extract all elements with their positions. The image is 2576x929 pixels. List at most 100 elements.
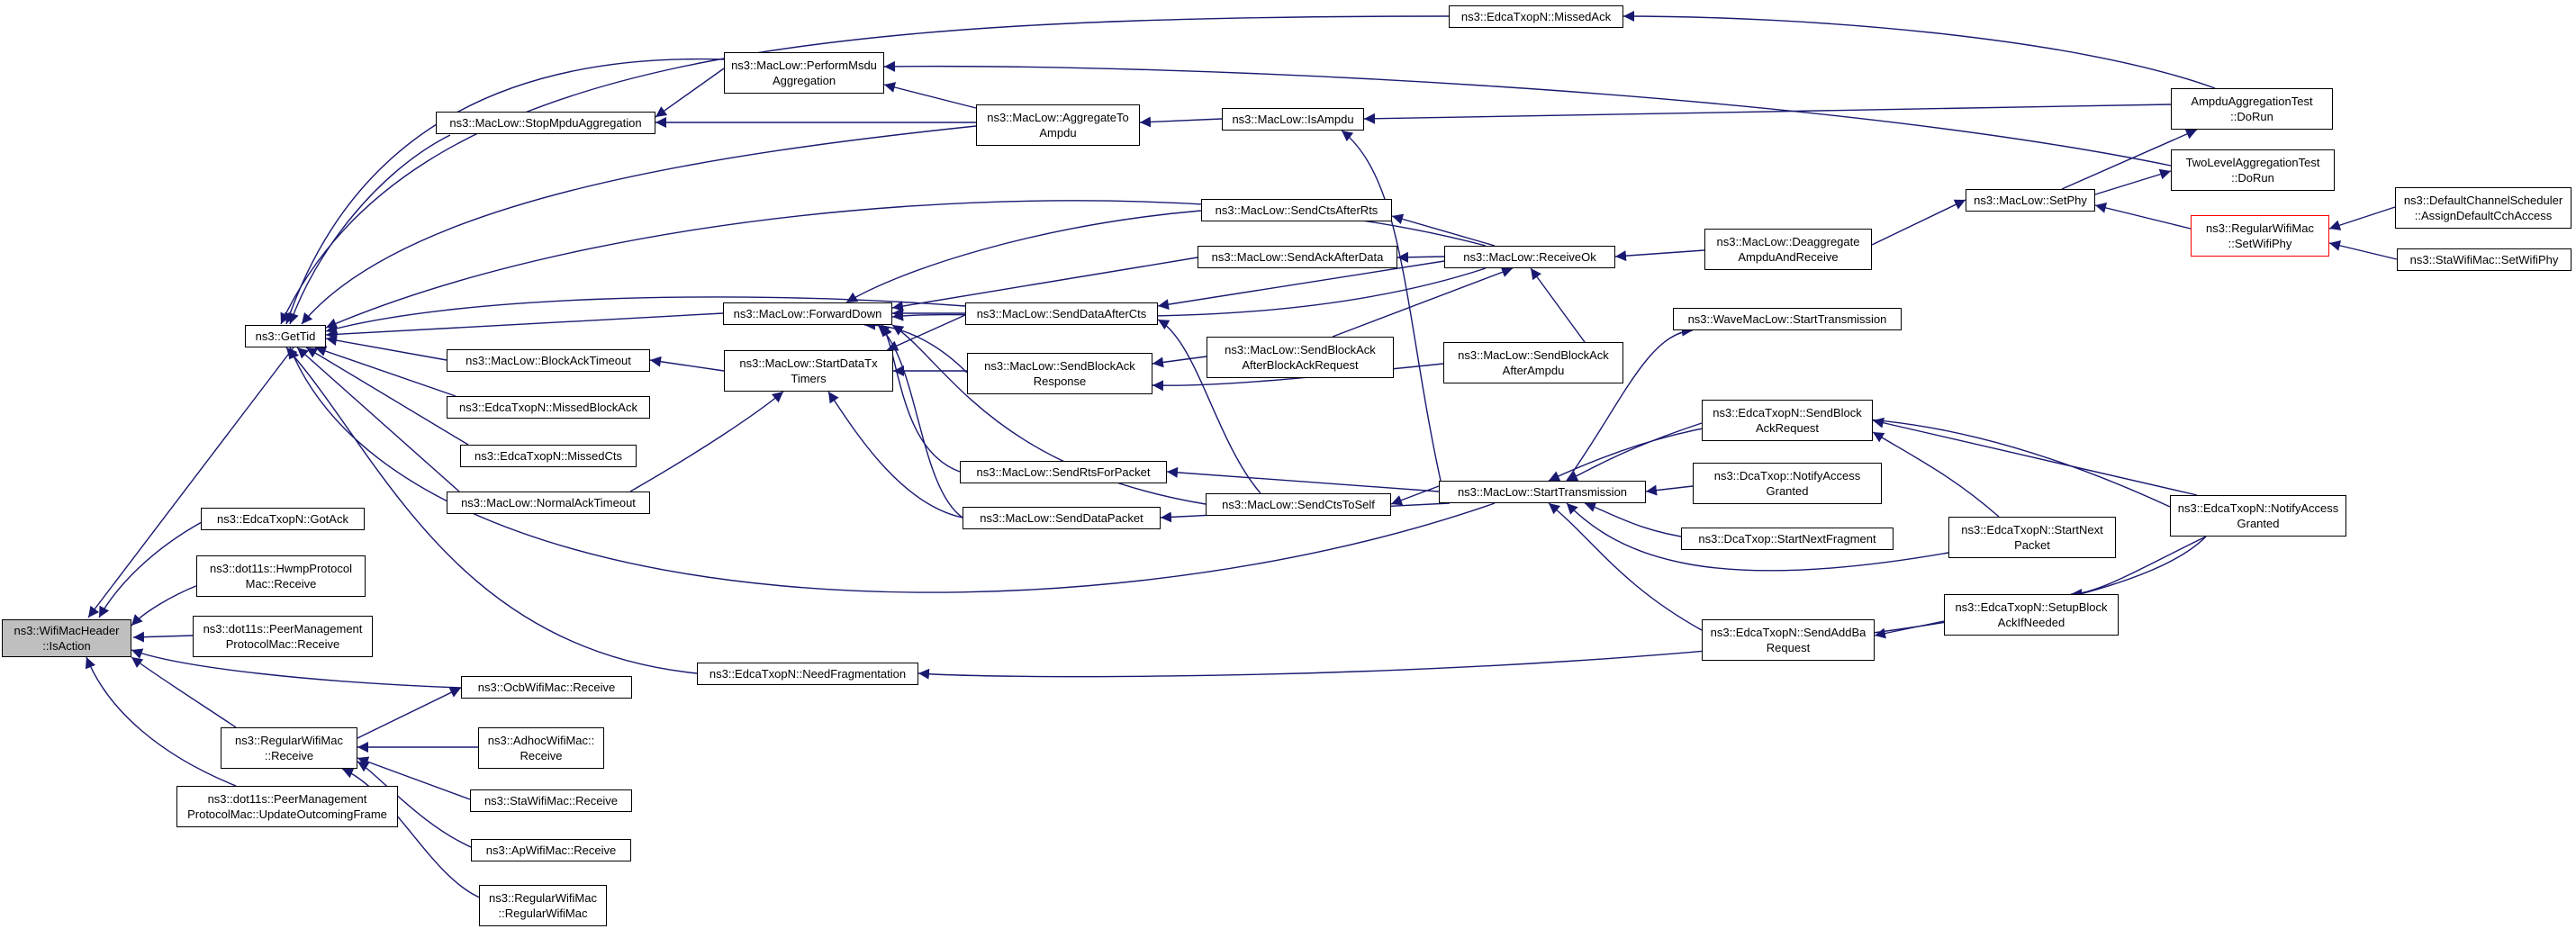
graph-node-n18[interactable]: ns3::StaWifiMac::SetWifiPhy bbox=[2397, 248, 2571, 271]
call-edge-n12-to-n11 bbox=[1139, 116, 1223, 128]
graph-node-n47[interactable]: ns3::StaWifiMac::Receive bbox=[470, 789, 632, 812]
call-edge-n28-to-n27 bbox=[1152, 356, 1207, 368]
node-label-line: Granted bbox=[1766, 484, 1809, 498]
node-label-line: ns3::DcaTxop::StartNextFragment bbox=[1698, 532, 1876, 546]
node-label-line: ns3::MacLow::StartTransmission bbox=[1457, 485, 1628, 499]
node-label-line: ns3::EdcaTxopN::StartNext bbox=[1961, 523, 2103, 537]
call-edge-n20-to-n19 bbox=[845, 210, 1202, 303]
graph-node-n17[interactable]: ns3::DefaultChannelScheduler::AssignDefa… bbox=[2395, 187, 2571, 229]
node-label-line: TwoLevelAggregationTest bbox=[2185, 156, 2320, 169]
node-label-line: ns3::DefaultChannelScheduler bbox=[2403, 194, 2563, 207]
graph-node-n31[interactable]: ns3::EdcaTxopN::MissedBlockAck bbox=[447, 396, 650, 419]
node-label-line: ns3::MacLow::AggregateTo bbox=[987, 111, 1129, 124]
node-label-line: ns3::EdcaTxopN::SetupBlock bbox=[1955, 600, 2108, 614]
call-edge-n37-to-n12 bbox=[1341, 130, 1442, 482]
graph-node-n46[interactable]: ns3::AdhocWifiMac::Receive bbox=[478, 727, 604, 769]
node-label-line: ns3::MacLow::ForwardDown bbox=[733, 307, 882, 320]
node-label-line: ns3::EdcaTxopN::SendBlock bbox=[1713, 406, 1862, 419]
node-label-line: ns3::StaWifiMac::Receive bbox=[484, 794, 619, 807]
node-label-line: ns3::OcbWifiMac::Receive bbox=[477, 681, 616, 694]
graph-node-n49[interactable]: ns3::RegularWifiMac::RegularWifiMac bbox=[479, 885, 607, 926]
node-label-line: AckRequest bbox=[1755, 421, 1820, 435]
node-label-line: Aggregation bbox=[772, 74, 836, 87]
node-label-line: ns3::MacLow::SendBlockAck bbox=[984, 359, 1135, 373]
node-label-line: ns3::EdcaTxopN::MissedCts bbox=[474, 449, 622, 463]
graph-node-n10[interactable]: ns3::EdcaTxopN::MissedAck bbox=[1449, 5, 1623, 28]
node-label-line: ProtocolMac::Receive bbox=[225, 637, 340, 651]
graph-node-n37[interactable]: ns3::MacLow::StartTransmission bbox=[1439, 481, 1646, 503]
node-label-line: ns3::EdcaTxopN::MissedAck bbox=[1460, 10, 1612, 23]
call-edge-n13-to-n10 bbox=[1622, 11, 2216, 89]
graph-node-n30[interactable]: ns3::WaveMacLow::StartTransmission bbox=[1673, 308, 1902, 330]
graph-node-n45[interactable]: ns3::EdcaTxopN::NeedFragmentation bbox=[697, 663, 918, 685]
call-edge-n2-to-n0 bbox=[98, 521, 203, 618]
graph-node-n40[interactable]: ns3::DcaTxop::StartNextFragment bbox=[1681, 528, 1894, 550]
graph-node-n8[interactable]: ns3::MacLow::StopMpduAggregation bbox=[436, 112, 655, 134]
graph-node-n12[interactable]: ns3::MacLow::IsAmpdu bbox=[1222, 108, 1364, 131]
graph-node-n13[interactable]: AmpduAggregationTest::DoRun bbox=[2171, 88, 2333, 130]
graph-node-n25[interactable]: ns3::MacLow::BlockAckTimeout bbox=[447, 349, 650, 372]
graph-node-n1[interactable]: ns3::GetTid bbox=[245, 325, 326, 347]
node-label-line: Timers bbox=[791, 372, 827, 385]
call-edge-n32-to-n1 bbox=[305, 347, 469, 446]
graph-node-n16[interactable]: ns3::RegularWifiMac::SetWifiPhy bbox=[2191, 215, 2329, 257]
graph-node-n15[interactable]: ns3::MacLow::SetPhy bbox=[1966, 189, 2095, 212]
graph-node-n48[interactable]: ns3::ApWifiMac::Receive bbox=[471, 839, 631, 861]
node-label-line: ns3::MacLow::NormalAckTimeout bbox=[461, 496, 636, 510]
call-edge-n37-to-n30 bbox=[1566, 325, 1694, 482]
graph-node-n0: ns3::WifiMacHeader::IsAction bbox=[2, 619, 131, 657]
call-edge-n7-to-n0 bbox=[85, 656, 237, 787]
node-label-line: ::Receive bbox=[264, 749, 314, 762]
graph-node-n35[interactable]: ns3::MacLow::SendCtsToSelf bbox=[1206, 493, 1391, 516]
node-label-line: AfterBlockAckRequest bbox=[1242, 358, 1359, 372]
call-edge-n38-to-n37 bbox=[1566, 422, 1703, 482]
graph-node-n21[interactable]: ns3::MacLow::SendAckAfterData bbox=[1198, 246, 1397, 268]
graph-node-n22[interactable]: ns3::MacLow::SendDataAfterCts bbox=[965, 302, 1158, 325]
node-label-line: ::DoRun bbox=[2231, 171, 2274, 185]
call-edge-n21-to-n19 bbox=[891, 257, 1198, 311]
call-edge-n24-to-n23 bbox=[1614, 249, 1705, 262]
node-label-line: ns3::AdhocWifiMac:: bbox=[487, 734, 595, 747]
graph-node-n2[interactable]: ns3::EdcaTxopN::GotAck bbox=[201, 508, 365, 530]
call-edge-n6-to-n5 bbox=[357, 687, 462, 739]
node-label-line: ns3::WifiMacHeader bbox=[14, 624, 120, 637]
call-edge-n19-to-n1 bbox=[325, 312, 724, 340]
graph-node-n14[interactable]: TwoLevelAggregationTest::DoRun bbox=[2171, 149, 2335, 191]
graph-node-n36[interactable]: ns3::MacLow::SendDataPacket bbox=[963, 507, 1161, 529]
graph-node-n5[interactable]: ns3::OcbWifiMac::Receive bbox=[461, 676, 632, 699]
call-edge-n40-to-n37 bbox=[1584, 501, 1694, 539]
call-edge-n45-to-n1 bbox=[285, 347, 698, 674]
node-label-line: ::SetWifiPhy bbox=[2228, 237, 2292, 250]
graph-node-n32[interactable]: ns3::EdcaTxopN::MissedCts bbox=[460, 445, 637, 467]
call-edge-n3-to-n0 bbox=[131, 584, 199, 627]
graph-node-n34[interactable]: ns3::MacLow::SendRtsForPacket bbox=[960, 461, 1167, 483]
call-edge-n10-to-n1 bbox=[280, 15, 1450, 325]
graph-node-n33[interactable]: ns3::MacLow::NormalAckTimeout bbox=[447, 492, 650, 514]
graph-node-n20[interactable]: ns3::MacLow::SendCtsAfterRts bbox=[1201, 199, 1392, 221]
call-edge-n49-to-n6 bbox=[341, 768, 487, 901]
call-edge-n8-to-n1 bbox=[288, 134, 451, 325]
graph-node-n23[interactable]: ns3::MacLow::ReceiveOk bbox=[1444, 246, 1615, 268]
node-label-line: ns3::MacLow::Deaggregate bbox=[1716, 235, 1860, 248]
call-edge-n42-to-n44 bbox=[2070, 536, 2207, 600]
node-label-line: ns3::MacLow::SendCtsAfterRts bbox=[1215, 203, 1378, 217]
graph-node-n19[interactable]: ns3::MacLow::ForwardDown bbox=[723, 302, 892, 325]
call-edge-n15-to-n13 bbox=[2061, 129, 2198, 190]
graph-node-n6[interactable]: ns3::RegularWifiMac::Receive bbox=[221, 727, 357, 769]
